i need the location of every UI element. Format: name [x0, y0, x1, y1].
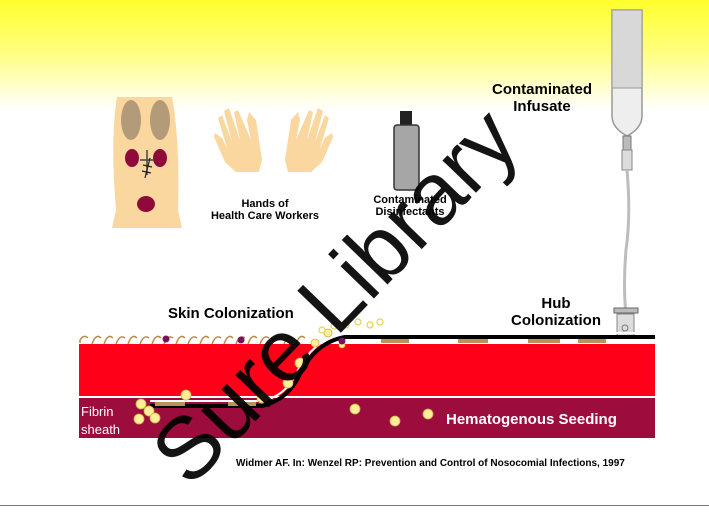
citation: Widmer AF. In: Wenzel RP: Prevention and… — [236, 458, 625, 469]
bottom-divider — [0, 505, 709, 506]
torso-icon — [112, 97, 182, 228]
hematogenous-seeding-label: Hematogenous Seeding — [446, 412, 656, 429]
tissue-layer — [79, 344, 655, 396]
skin-organism — [163, 336, 170, 343]
hub-colonization-label: Hub Colonization — [500, 296, 612, 329]
hands-icon — [214, 108, 333, 172]
iv-bag-icon — [612, 10, 642, 338]
hands-label: Hands of Health Care Workers — [196, 198, 334, 222]
infusate-label: Contaminated Infusate — [474, 82, 610, 115]
